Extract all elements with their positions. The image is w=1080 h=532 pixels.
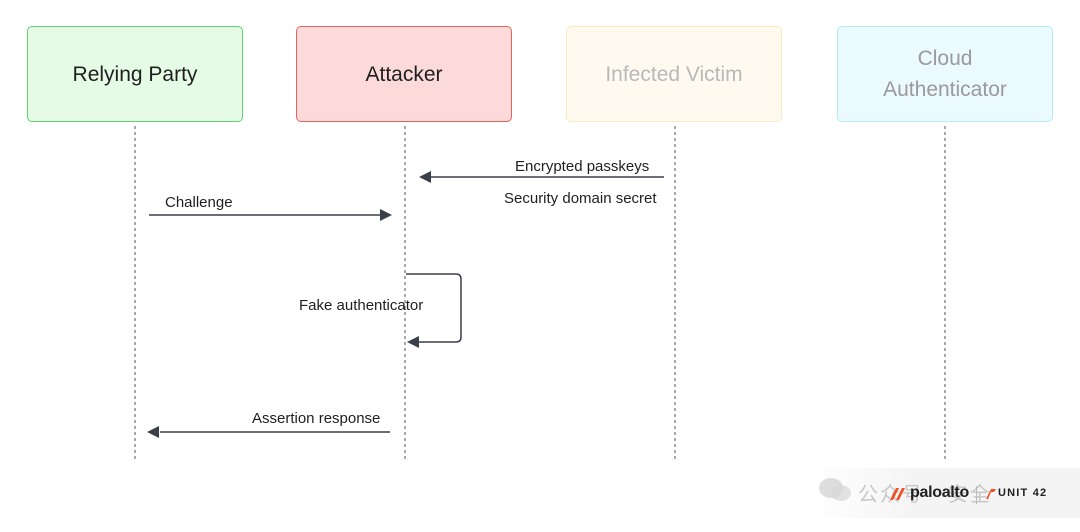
actor-relying-party: Relying Party (27, 26, 243, 122)
msg-assertion-response: Assertion response (252, 410, 381, 427)
actor-attacker-label: Attacker (365, 62, 443, 86)
unit42-logo-icon (986, 489, 996, 499)
actor-cloud-authenticator-label: Cloud Authenticator (883, 47, 1007, 101)
actor-relying-party-label: Relying Party (72, 62, 198, 86)
arrow-assertion-head (147, 426, 159, 438)
arrow-passkeys-head (419, 171, 431, 183)
msg-fake-authenticator: Fake authenticator (299, 297, 424, 314)
brand-divider (976, 486, 977, 504)
unit42-wordmark: UNIT 42 (998, 487, 1048, 499)
watermark-text: 公众号 · 安全 (858, 484, 992, 506)
actor-infected-victim-label: Infected Victim (605, 62, 743, 86)
actor-attacker: Attacker (296, 26, 512, 122)
actor-cloud-authenticator: Cloud Authenticator (837, 26, 1053, 122)
arrow-self-call-head (407, 336, 419, 348)
arrow-self-call-line (406, 273, 462, 343)
msg-security-domain-secret: Security domain secret (504, 190, 657, 207)
paloalto-wordmark: paloalto (910, 484, 969, 501)
wechat-icon (819, 478, 851, 501)
paloalto-logo-icon (890, 488, 905, 500)
arrow-challenge-head (380, 209, 392, 221)
msg-encrypted-passkeys: Encrypted passkeys (515, 158, 650, 175)
msg-challenge: Challenge (165, 194, 233, 211)
watermark-band (808, 468, 1080, 518)
actor-infected-victim: Infected Victim (566, 26, 782, 122)
